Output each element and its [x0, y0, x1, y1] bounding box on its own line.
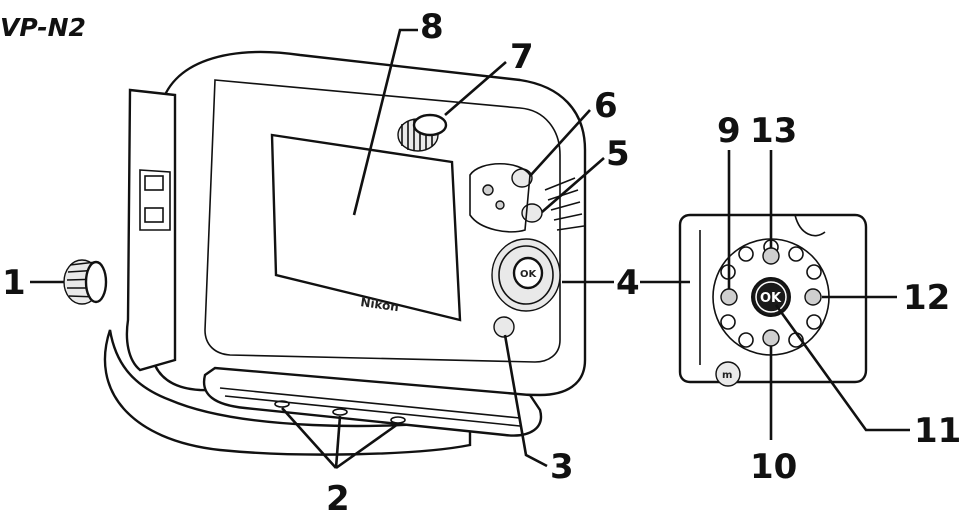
callout-4: 4	[616, 263, 640, 303]
brand-logo: Nikon	[360, 295, 400, 314]
callout-labels: 1 2 3 4 5 6 7 8 9 13 12 11 10	[2, 7, 961, 519]
lcd-screen	[270, 133, 462, 322]
housing-illustration: Nikon OK	[63, 50, 587, 456]
left-knob	[63, 259, 108, 305]
callout-3: 3	[550, 447, 574, 487]
callout-8: 8	[420, 7, 444, 47]
dial-dots	[720, 239, 822, 348]
housing-hood	[103, 329, 472, 456]
tripod-socket-c	[390, 416, 406, 424]
callout-7: 7	[510, 37, 534, 77]
button-right	[804, 288, 822, 306]
callout-6: 6	[594, 86, 618, 126]
tripod-socket-b	[332, 408, 348, 416]
callout-12: 12	[903, 278, 950, 318]
callout-5: 5	[606, 134, 630, 174]
button-left	[720, 288, 738, 306]
button-up	[762, 247, 780, 265]
model-title: VP-N2	[0, 13, 86, 42]
button-down	[762, 329, 780, 347]
callout-10: 10	[750, 447, 797, 487]
multi-selector-dial: OK	[491, 238, 561, 312]
callout-11: 11	[914, 411, 961, 451]
callout-2: 2	[326, 479, 350, 519]
leader-lines	[30, 28, 910, 470]
button-5	[521, 203, 543, 223]
ok-button	[751, 277, 791, 317]
button-3	[493, 316, 515, 338]
tripod-socket-a	[274, 400, 290, 408]
callout-9: 9	[717, 111, 741, 151]
callout-1: 1	[2, 263, 26, 303]
top-knob	[397, 113, 448, 152]
ok-button-label: OK	[760, 291, 782, 306]
trash-button-label: m	[722, 370, 732, 381]
trash-button	[715, 361, 741, 387]
svg-text:OK: OK	[520, 269, 538, 280]
base-plate	[202, 366, 543, 437]
callout-13: 13	[750, 111, 797, 151]
closeup-illustration: m OK	[678, 213, 868, 387]
